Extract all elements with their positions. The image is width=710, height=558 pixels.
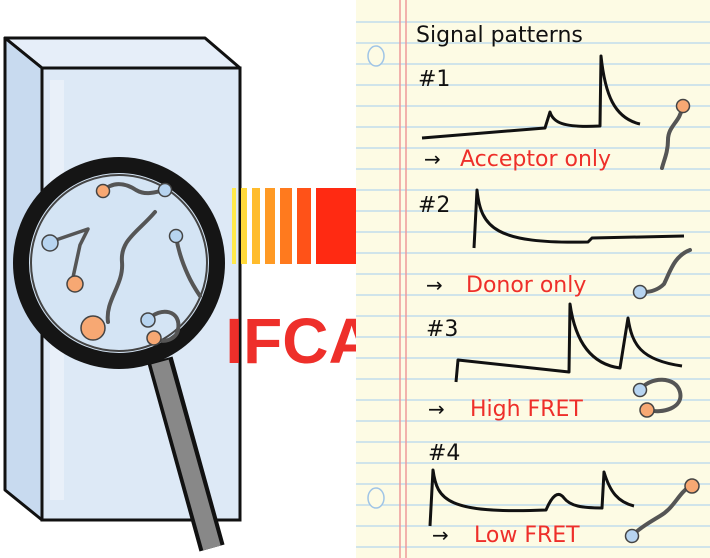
pattern-3: #3 → High FRET: [426, 302, 683, 422]
pattern-4: #4 → Low FRET: [428, 441, 700, 548]
pattern-result: High FRET: [470, 397, 583, 422]
signal-trace: [421, 54, 641, 140]
pattern-number: #2: [418, 193, 450, 218]
arrow-glyph: →: [428, 397, 445, 421]
magnifying-glass-icon: [13, 157, 225, 552]
pattern-number: #1: [418, 67, 450, 92]
arrow-glyph: →: [426, 273, 443, 297]
molecules-in-view: [41, 182, 202, 346]
pattern-1: #1 → Acceptor only: [418, 54, 691, 172]
pattern-number: #3: [426, 317, 458, 342]
high-fret-molecule-icon: [632, 377, 683, 418]
low-fret-molecule-icon: [624, 478, 700, 544]
pattern-result: Acceptor only: [460, 147, 611, 172]
pattern-number: #4: [428, 441, 460, 466]
signal-trace: [428, 468, 635, 527]
acceptor-only-molecule-icon: [660, 98, 691, 170]
pattern-result: Low FRET: [474, 523, 580, 548]
donor-only-molecule-icon: [632, 248, 692, 300]
notebook-page: [356, 0, 710, 558]
binder-holes: [367, 45, 385, 509]
signal-trace: [472, 188, 685, 249]
ruled-lines: [356, 21, 710, 548]
notebook-title: Signal patterns: [416, 23, 583, 48]
signal-trace: [454, 302, 683, 383]
arrow-glyph: →: [432, 523, 449, 547]
pattern-2: #2 → Donor only: [418, 188, 692, 300]
ifca-label: IFCA: [225, 305, 374, 377]
pattern-result: Donor only: [466, 273, 586, 298]
arrow-glyph: →: [424, 147, 441, 171]
